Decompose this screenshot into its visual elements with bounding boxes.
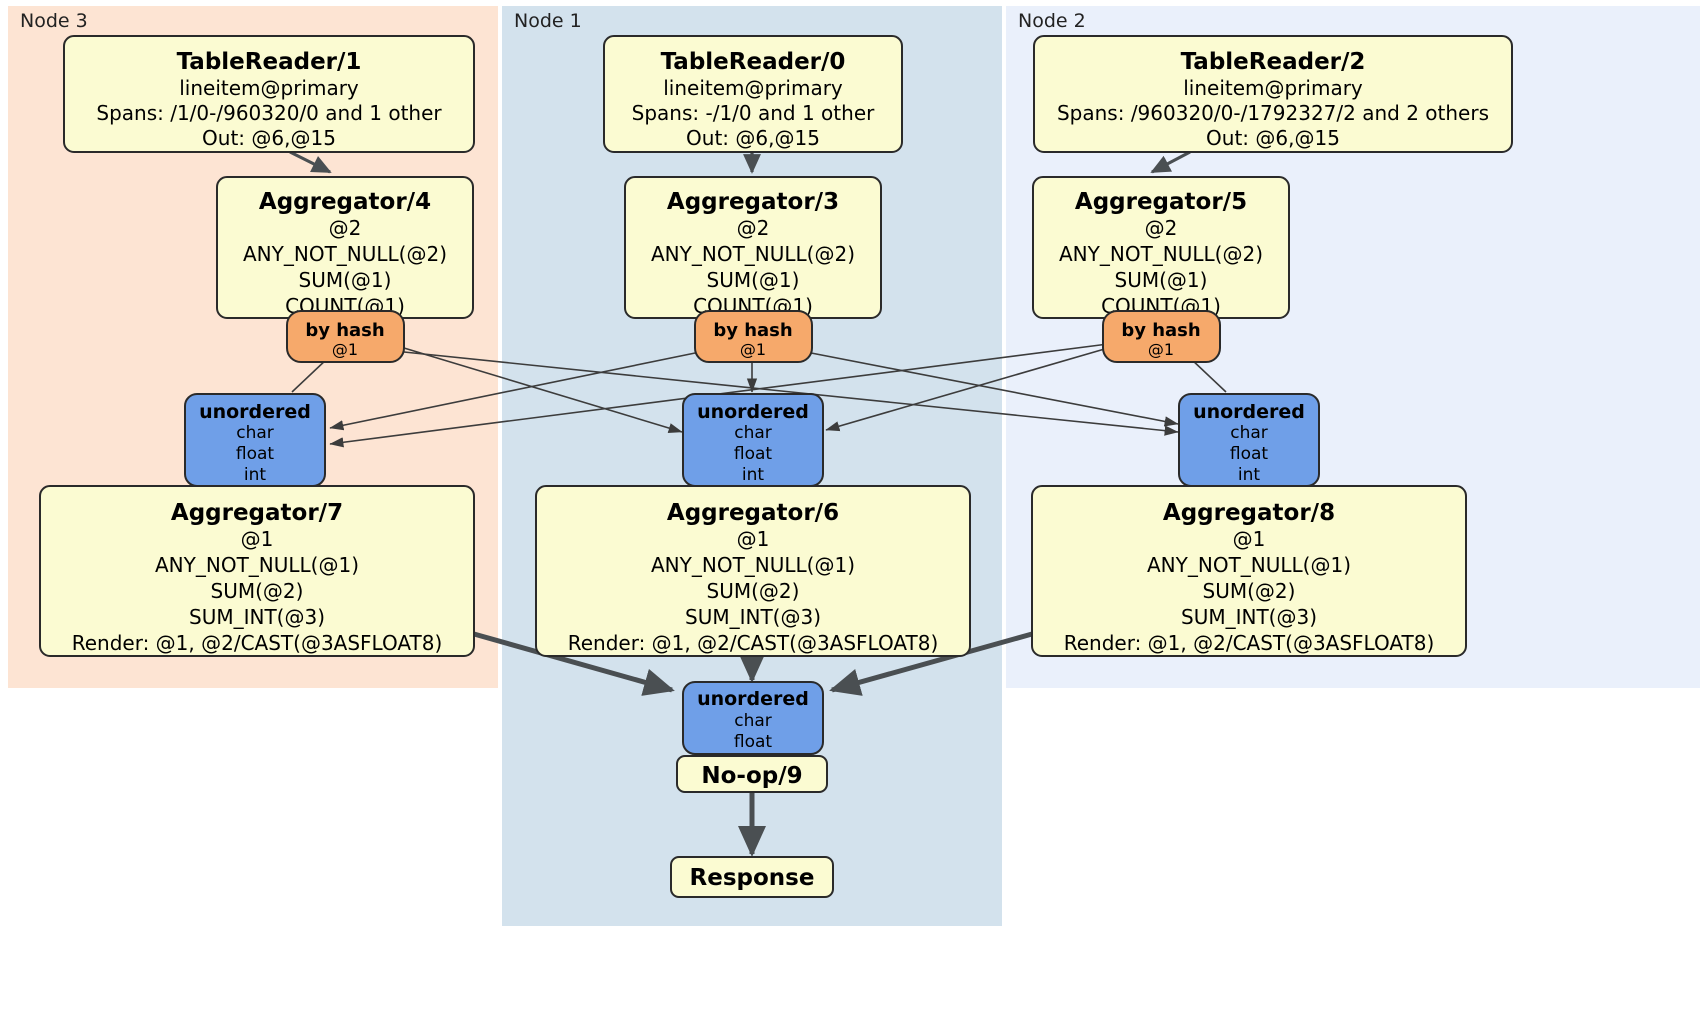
synchronizer-line: char <box>236 423 274 443</box>
processor-aggregator6[interactable]: Aggregator/6 @1 ANY_NOT_NULL(@1) SUM(@2)… <box>535 485 971 657</box>
processor-line: Spans: /1/0-/960320/0 and 1 other <box>96 101 442 125</box>
processor-title: TableReader/1 <box>177 49 362 75</box>
processor-line: @1 <box>737 527 770 551</box>
processor-title: No-op/9 <box>701 763 802 789</box>
processor-line: ANY_NOT_NULL(@1) <box>155 553 359 577</box>
edge-hash1-to-unordered2 <box>805 351 1179 427</box>
router-byhash-node3[interactable]: by hash @1 <box>286 310 405 363</box>
synchronizer-title: unordered <box>199 401 311 423</box>
synchronizer-title: unordered <box>697 688 809 710</box>
processor-title: Aggregator/5 <box>1075 189 1247 215</box>
processor-title: Aggregator/6 <box>667 500 839 526</box>
processor-title: Aggregator/4 <box>259 189 431 215</box>
synchronizer-line: int <box>742 465 764 485</box>
region-node3-label: Node 3 <box>20 10 88 32</box>
processor-response[interactable]: Response <box>670 856 834 898</box>
processor-line: Render: @1, @2/CAST(@3ASFLOAT8) <box>568 631 939 655</box>
processor-line: SUM(@1) <box>1115 268 1208 292</box>
processor-line: @2 <box>737 216 770 240</box>
synchronizer-line: char <box>734 711 772 731</box>
region-node1-label: Node 1 <box>514 10 582 32</box>
processor-line: ANY_NOT_NULL(@1) <box>651 553 855 577</box>
processor-title: Aggregator/8 <box>1163 500 1335 526</box>
synchronizer-line: char <box>1230 423 1268 443</box>
synchronizer-title: unordered <box>697 401 809 423</box>
processor-noop9[interactable]: No-op/9 <box>676 755 828 793</box>
processor-line: SUM(@2) <box>211 579 304 603</box>
processor-line: ANY_NOT_NULL(@2) <box>243 242 447 266</box>
processor-aggregator7[interactable]: Aggregator/7 @1 ANY_NOT_NULL(@1) SUM(@2)… <box>39 485 475 657</box>
edge-hash2-to-unordered1 <box>825 347 1109 432</box>
processor-line: @1 <box>241 527 274 551</box>
region-node2-label: Node 2 <box>1018 10 1086 32</box>
processor-line: SUM(@1) <box>299 268 392 292</box>
processor-tablereader1[interactable]: TableReader/1 lineitem@primary Spans: /1… <box>63 35 475 153</box>
processor-line: SUM(@2) <box>1203 579 1296 603</box>
processor-aggregator5[interactable]: Aggregator/5 @2 ANY_NOT_NULL(@2) SUM(@1)… <box>1032 176 1290 319</box>
router-title: by hash <box>713 320 792 341</box>
processor-title: Aggregator/3 <box>667 189 839 215</box>
edge-hash3-to-unordered1 <box>403 347 683 434</box>
processor-aggregator8[interactable]: Aggregator/8 @1 ANY_NOT_NULL(@1) SUM(@2)… <box>1031 485 1467 657</box>
router-byhash-node1[interactable]: by hash @1 <box>694 310 813 363</box>
processor-line: lineitem@primary <box>663 76 843 100</box>
synchronizer-title: unordered <box>1193 401 1305 423</box>
edge-hash1-to-unordered3 <box>329 351 701 431</box>
processor-line: @2 <box>329 216 362 240</box>
processor-tablereader2[interactable]: TableReader/2 lineitem@primary Spans: /9… <box>1033 35 1513 153</box>
router-byhash-node2[interactable]: by hash @1 <box>1102 310 1221 363</box>
processor-line: @2 <box>1145 216 1178 240</box>
processor-line: SUM_INT(@3) <box>189 605 325 629</box>
edge-tablereader2-aggregator5 <box>1150 150 1191 174</box>
processor-line: Render: @1, @2/CAST(@3ASFLOAT8) <box>1064 631 1435 655</box>
synchronizer-line: int <box>244 465 266 485</box>
synchronizer-line: char <box>734 423 772 443</box>
synchronizer-unordered-node3[interactable]: unordered char float int <box>184 393 326 487</box>
processor-aggregator4[interactable]: Aggregator/4 @2 ANY_NOT_NULL(@2) SUM(@1)… <box>216 176 474 319</box>
processor-title: TableReader/2 <box>1181 49 1366 75</box>
router-line: @1 <box>740 340 766 359</box>
router-line: @1 <box>1148 340 1174 359</box>
processor-line: lineitem@primary <box>179 76 359 100</box>
synchronizer-unordered-node1[interactable]: unordered char float int <box>682 393 824 487</box>
processor-line: SUM(@2) <box>707 579 800 603</box>
edge-aggregator8-to-final-unordered <box>829 631 1033 696</box>
processor-line: Spans: -/1/0 and 1 other <box>632 101 875 125</box>
processor-line: SUM(@1) <box>707 268 800 292</box>
processor-line: Out: @6,@15 <box>1206 126 1340 150</box>
processor-title: Aggregator/7 <box>171 500 343 526</box>
processor-line: Out: @6,@15 <box>202 126 336 150</box>
edge-tablereader1-aggregator4 <box>289 150 332 174</box>
processor-tablereader0[interactable]: TableReader/0 lineitem@primary Spans: -/… <box>603 35 903 153</box>
processor-line: lineitem@primary <box>1183 76 1363 100</box>
edge-hash3-to-unordered2 <box>403 351 1179 436</box>
processor-line: ANY_NOT_NULL(@2) <box>651 242 855 266</box>
processor-line: Out: @6,@15 <box>686 126 820 150</box>
processor-line: SUM_INT(@3) <box>685 605 821 629</box>
router-title: by hash <box>305 320 384 341</box>
processor-line: SUM_INT(@3) <box>1181 605 1317 629</box>
processor-title: Response <box>690 865 815 891</box>
synchronizer-line: float <box>1230 444 1269 464</box>
synchronizer-line: float <box>734 732 773 752</box>
router-title: by hash <box>1121 320 1200 341</box>
processor-line: ANY_NOT_NULL(@1) <box>1147 553 1351 577</box>
processor-title: TableReader/0 <box>661 49 846 75</box>
processor-aggregator3[interactable]: Aggregator/3 @2 ANY_NOT_NULL(@2) SUM(@1)… <box>624 176 882 319</box>
synchronizer-unordered-node2[interactable]: unordered char float int <box>1178 393 1320 487</box>
synchronizer-line: int <box>1238 465 1260 485</box>
processor-line: Render: @1, @2/CAST(@3ASFLOAT8) <box>72 631 443 655</box>
processor-line: Spans: /960320/0-/1792327/2 and 2 others <box>1057 101 1489 125</box>
processor-line: ANY_NOT_NULL(@2) <box>1059 242 1263 266</box>
synchronizer-line: float <box>734 444 773 464</box>
synchronizer-unordered-final[interactable]: unordered char float <box>682 681 824 755</box>
synchronizer-line: float <box>236 444 275 464</box>
edge-hash2-to-unordered2 <box>1189 357 1227 393</box>
edge-hash3-to-unordered3 <box>291 357 329 393</box>
edge-aggregator7-to-final-unordered <box>473 631 675 696</box>
router-line: @1 <box>332 340 358 359</box>
processor-line: @1 <box>1233 527 1266 551</box>
